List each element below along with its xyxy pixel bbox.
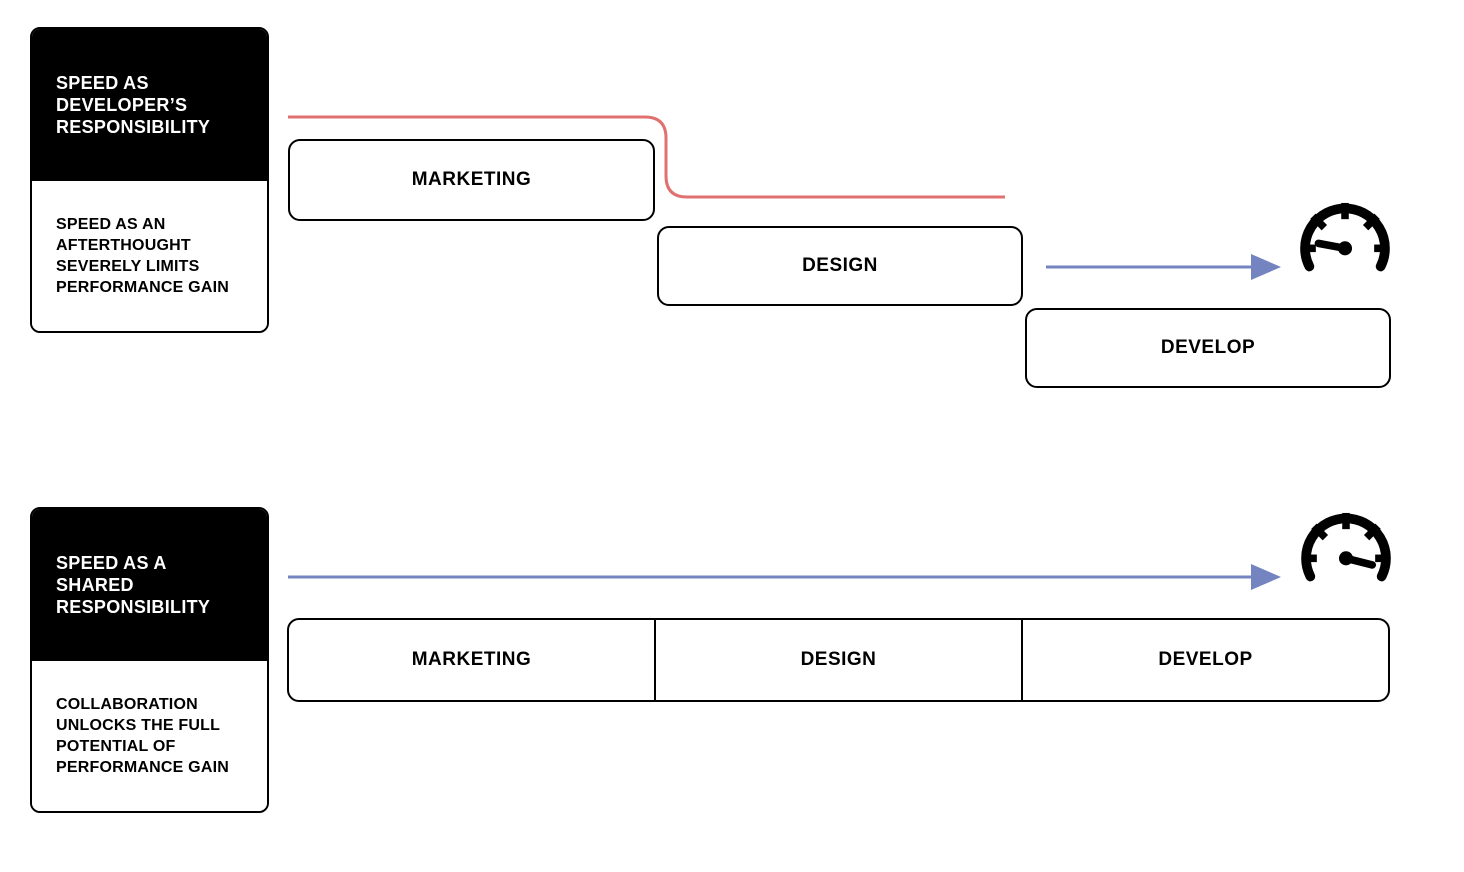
speed-arrow-shared (288, 564, 1281, 590)
waterfall-scenario-card: SPEED AS DEVELOPER’S RESPONSIBILITY SPEE… (30, 27, 269, 333)
stage-label: DEVELOP (1160, 337, 1256, 358)
waterfall-card-title-panel: SPEED AS DEVELOPER’S RESPONSIBILITY (32, 29, 267, 181)
speedometer-high-icon (1301, 512, 1391, 582)
stage-label: DESIGN (800, 649, 877, 670)
waterfall-card-title: SPEED AS DEVELOPER’S RESPONSIBILITY (56, 73, 211, 137)
shared-stage-develop: DEVELOP (1021, 620, 1388, 700)
stage-label: MARKETING (411, 169, 532, 190)
waterfall-card-body-panel: SPEED AS AN AFTERTHOUGHT SEVERELY LIMITS… (32, 181, 267, 331)
shared-card-body-panel: COLLABORATION UNLOCKS THE FULL POTENTIAL… (32, 661, 267, 811)
waterfall-stage-marketing: MARKETING (288, 139, 655, 221)
speed-arrow-waterfall (1046, 254, 1281, 280)
stage-label: DEVELOP (1158, 649, 1253, 670)
speedometer-low-icon (1300, 202, 1390, 272)
shared-stage-marketing: MARKETING (289, 620, 654, 700)
waterfall-handoff-line (288, 115, 1005, 199)
waterfall-stage-design: DESIGN (657, 226, 1023, 306)
shared-card-description: COLLABORATION UNLOCKS THE FULL POTENTIAL… (56, 696, 229, 776)
shared-stage-design: DESIGN (654, 620, 1021, 700)
shared-card-title: SPEED AS A SHARED RESPONSIBILITY (56, 553, 211, 617)
shared-stage-row: MARKETING DESIGN DEVELOP (287, 618, 1390, 702)
stage-label: MARKETING (411, 649, 532, 670)
waterfall-stage-develop: DEVELOP (1025, 308, 1391, 388)
waterfall-card-description: SPEED AS AN AFTERTHOUGHT SEVERELY LIMITS… (56, 216, 229, 296)
shared-scenario-card: SPEED AS A SHARED RESPONSIBILITY COLLABO… (30, 507, 269, 813)
stage-label: DESIGN (802, 255, 878, 276)
shared-card-title-panel: SPEED AS A SHARED RESPONSIBILITY (32, 509, 267, 661)
